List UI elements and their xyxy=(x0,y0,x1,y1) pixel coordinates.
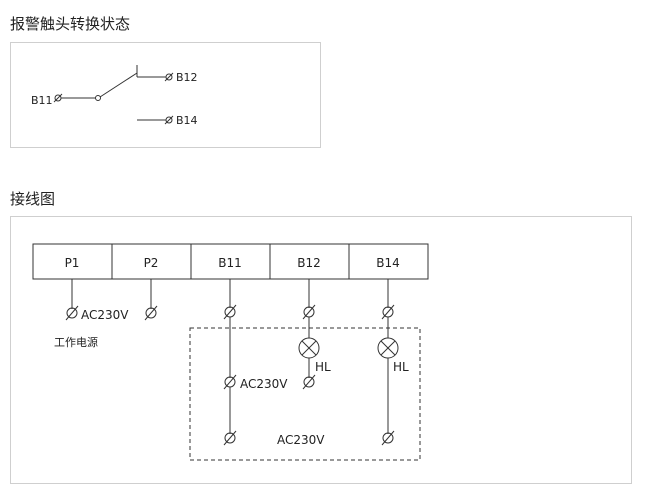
contact-pivot xyxy=(95,95,101,101)
external-circuit-box xyxy=(189,327,421,461)
alarm-contact-title: 报警触头转换状态 xyxy=(10,15,131,33)
b11-circuit xyxy=(223,279,237,446)
b11-terminal-symbol xyxy=(53,93,63,103)
b12-terminal-symbol xyxy=(164,72,174,82)
wiring-diagram-title: 接线图 xyxy=(10,190,56,208)
lamp-2-label: HL xyxy=(393,360,409,374)
b12-circuit xyxy=(302,279,316,390)
alarm-b14-label: B14 xyxy=(176,114,198,127)
alarm-contact-frame xyxy=(10,42,321,148)
contact-blade xyxy=(99,72,138,98)
alarm-b12-label: B12 xyxy=(176,71,198,84)
hl-lamp-1-icon xyxy=(298,337,320,359)
b14-terminal-symbol xyxy=(164,115,174,125)
alarm-contact-diagram: B11 B12 B14 xyxy=(31,65,198,127)
terminal-label-p1: P1 xyxy=(65,256,80,270)
lamp-1-label: HL xyxy=(315,360,331,374)
alarm-b11-label: B11 xyxy=(31,94,53,107)
terminal-label-b11: B11 xyxy=(218,256,242,270)
terminal-label-b12: B12 xyxy=(297,256,321,270)
center-voltage-label: AC230V xyxy=(277,433,325,447)
supply-caption: 工作电源 xyxy=(54,335,98,349)
b11-voltage-label: AC230V xyxy=(240,377,288,391)
wiring-diagram-frame xyxy=(10,216,632,484)
supply-voltage-label: AC230V xyxy=(81,308,129,322)
p2-supply-lead xyxy=(144,279,158,321)
terminal-label-b14: B14 xyxy=(376,256,400,270)
b14-circuit xyxy=(381,279,395,446)
hl-lamp-2-icon xyxy=(377,337,399,359)
terminal-label-p2: P2 xyxy=(144,256,159,270)
p1-supply-lead xyxy=(65,279,79,321)
